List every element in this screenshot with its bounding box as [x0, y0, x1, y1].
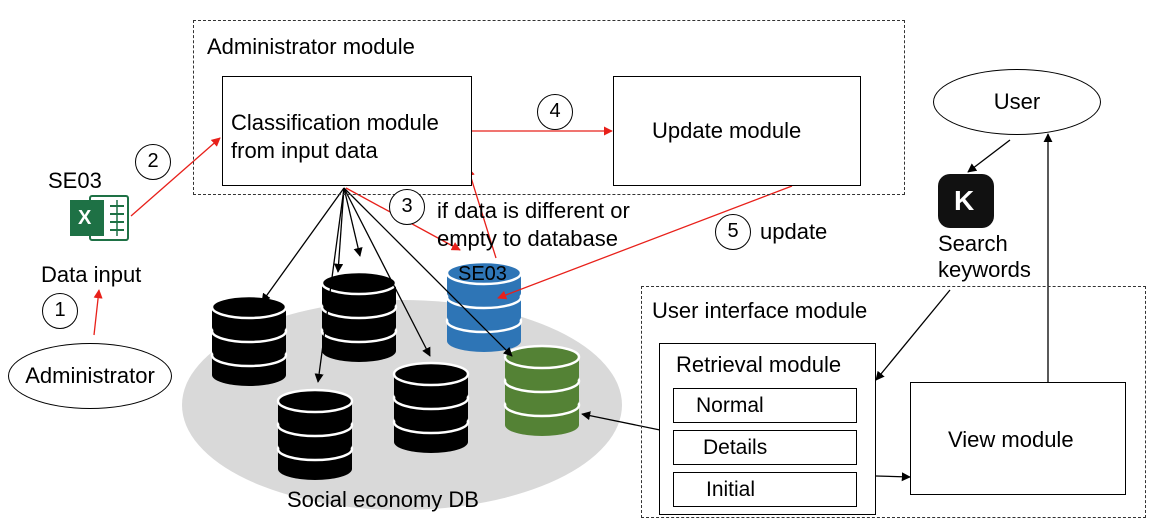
- step-5-badge: 5: [715, 214, 751, 250]
- retrieval-module-label: Retrieval module: [676, 352, 842, 377]
- classification-label-line1: Classification module: [231, 110, 439, 135]
- se03-database-label: SE03: [458, 263, 507, 285]
- database-icon-black-4: [392, 361, 470, 453]
- retrieval-option-label: Normal: [696, 394, 764, 417]
- retrieval-option-label: Details: [703, 436, 768, 459]
- search-k-icon: [938, 174, 994, 228]
- user-label: User: [993, 89, 1041, 114]
- administrator-node: Administrator: [8, 343, 172, 409]
- classification-label-line2: from input data: [231, 138, 378, 163]
- view-module: [910, 382, 1126, 495]
- user-interface-module-title: User interface module: [652, 298, 868, 323]
- retrieval-option-initial: Initial: [673, 472, 857, 507]
- step3-text-line2: empty to database: [437, 226, 619, 251]
- search-keywords-line1: Search: [938, 231, 1008, 256]
- retrieval-option-normal: Normal: [673, 388, 857, 423]
- step-2-badge: 2: [135, 144, 171, 180]
- step3-text-line1: if data is different or: [437, 198, 630, 223]
- excel-icon: [70, 195, 129, 241]
- view-module-label: View module: [948, 427, 1074, 452]
- social-economy-db-label: Social economy DB: [287, 487, 479, 512]
- search-keywords-line2: keywords: [938, 257, 1031, 282]
- user-node: User: [933, 69, 1101, 135]
- database-icon-black-2: [320, 270, 398, 362]
- administrator-label: Administrator: [25, 363, 155, 388]
- update-module-label: Update module: [652, 118, 802, 143]
- step-4-badge: 4: [537, 94, 573, 130]
- search-icon-letter: K: [954, 185, 975, 216]
- administrator-module-title: Administrator module: [207, 34, 415, 59]
- excel-icon-letter: X: [78, 207, 92, 229]
- update-module: [613, 76, 861, 186]
- administrator-module-region: [193, 20, 905, 195]
- user-interface-module-region: [641, 286, 1146, 518]
- step5-text: update: [760, 219, 828, 244]
- database-icon-black-1: [210, 294, 288, 386]
- excel-file-title: SE03: [48, 168, 102, 193]
- classification-module: [222, 76, 472, 186]
- data-input-label: Data input: [41, 262, 142, 287]
- step-3-badge: 3: [389, 189, 425, 225]
- retrieval-option-details: Details: [673, 430, 857, 465]
- retrieval-option-label: Initial: [706, 478, 756, 501]
- step-1-badge: 1: [42, 293, 78, 329]
- database-icon-green: [503, 344, 581, 436]
- database-icon-black-3: [276, 388, 354, 480]
